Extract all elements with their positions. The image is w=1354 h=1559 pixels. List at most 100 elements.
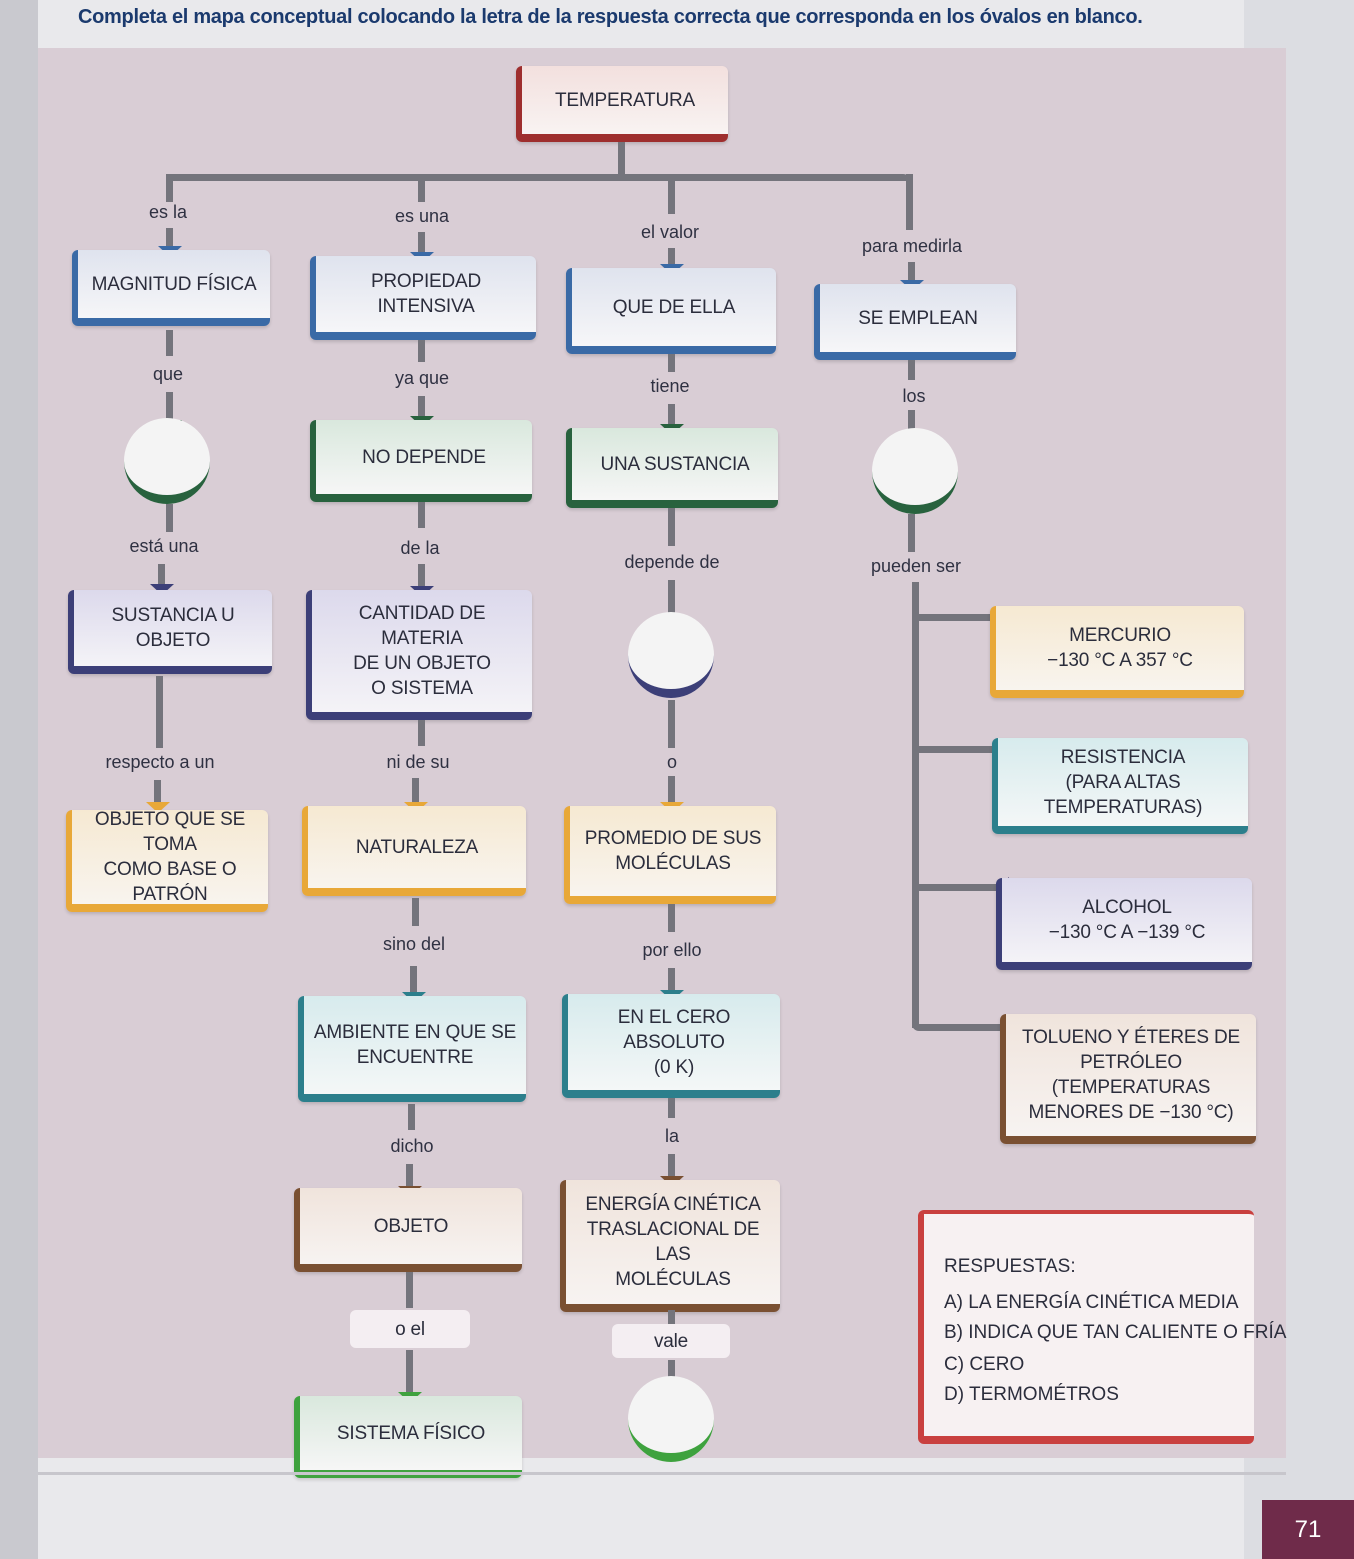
connector-col3-m <box>668 1360 675 1384</box>
connector-col2-k <box>406 1164 413 1186</box>
blank-oval-2[interactable] <box>628 612 714 698</box>
answers-box: RESPUESTAS: A) LA ENERGÍA CINÉTICA MEDIA… <box>918 1210 1286 1444</box>
node-propiedad-intensiva: PROPIEDAD INTENSIVA <box>310 256 536 340</box>
link-por-ello: por ello <box>642 940 702 960</box>
connector-col3-top <box>668 174 675 214</box>
link-esta-una: está una <box>129 536 199 556</box>
node-alcohol-label: ALCOHOL −130 °C A −139 °C <box>1048 897 1206 943</box>
page-number: 71 <box>1262 1500 1354 1559</box>
link-es-una: es una <box>394 206 450 226</box>
connector-col4-c <box>908 410 915 434</box>
link-de-la: de la <box>400 538 440 558</box>
connector-col2-g <box>412 778 419 802</box>
node-una-sustancia: UNA SUSTANCIA <box>566 428 778 508</box>
book-gutter <box>0 0 38 1559</box>
node-magnitud-fisica-label: MAGNITUD FÍSICA <box>91 273 257 295</box>
connector-root-down <box>618 142 625 180</box>
link-los: los <box>902 386 926 406</box>
link-sino-del: sino del <box>382 934 446 954</box>
blank-oval-3[interactable] <box>628 1376 714 1462</box>
node-cantidad-de-materia-label: CANTIDAD DE MATERIA DE UN OBJETO O SISTE… <box>353 603 491 699</box>
link-la: la <box>664 1126 680 1146</box>
connector-col1-e <box>158 564 165 584</box>
node-se-emplean-label: SE EMPLEAN <box>858 307 978 329</box>
connector-col1-b <box>166 330 173 356</box>
node-resistencia: RESISTENCIA (PARA ALTAS TEMPERATURAS) <box>992 738 1248 834</box>
branch-tolueno <box>912 1024 1010 1031</box>
connector-col2-d <box>418 502 425 528</box>
link-vale: vale <box>612 1324 730 1358</box>
connector-col4-top <box>906 174 913 230</box>
connector-col2-top <box>418 174 425 202</box>
node-tolueno: TOLUENO Y ÉTERES DE PETRÓLEO (TEMPERATUR… <box>1000 1014 1256 1144</box>
answer-d: D) TERMOMÉTROS <box>944 1384 1119 1405</box>
link-el-valor: el valor <box>640 222 700 242</box>
connector-col2-h <box>412 898 419 926</box>
connector-root-horizontal <box>166 174 910 181</box>
connector-col2-a <box>418 232 425 252</box>
connector-col2-c <box>418 396 425 416</box>
branch-resistencia <box>912 746 1004 753</box>
node-energia-cinetica-label: ENERGÍA CINÉTICA TRASLACIONAL DE LAS MOL… <box>585 1194 761 1290</box>
node-objeto-patron-label: OBJETO QUE SE TOMA COMO BASE O PATRÓN <box>94 809 246 905</box>
connector-col3-g <box>668 776 675 802</box>
connector-col3-a <box>668 248 675 264</box>
link-ya-que: ya que <box>394 368 450 388</box>
node-una-sustancia-label: UNA SUSTANCIA <box>600 453 750 475</box>
link-dicho: dicho <box>390 1136 434 1156</box>
connector-col1-top <box>166 174 173 202</box>
arrow-col1-g <box>146 802 170 813</box>
node-cantidad-de-materia: CANTIDAD DE MATERIA DE UN OBJETO O SISTE… <box>306 590 532 720</box>
node-alcohol: ALCOHOL −130 °C A −139 °C <box>996 878 1252 970</box>
connector-col4-trunk <box>912 582 919 1028</box>
node-magnitud-fisica: MAGNITUD FÍSICA <box>72 250 270 326</box>
node-no-depende: NO DEPENDE <box>310 420 532 502</box>
link-pueden-ser: pueden ser <box>870 556 962 576</box>
node-naturaleza-label: NATURALEZA <box>355 836 479 858</box>
node-propiedad-intensiva-label: PROPIEDAD INTENSIVA <box>370 271 482 317</box>
link-o: o <box>666 752 678 772</box>
node-sustancia-u-objeto-label: SUSTANCIA U OBJETO <box>111 605 235 651</box>
link-ni-de-su: ni de su <box>386 752 450 772</box>
link-respecto-a-un: respecto a un <box>105 752 215 772</box>
node-que-de-ella: QUE DE ELLA <box>566 268 776 354</box>
node-cero-absoluto-label: EN EL CERO ABSOLUTO (0 K) <box>617 1006 731 1078</box>
instruction-text: Completa el mapa conceptual colocando la… <box>78 6 1143 28</box>
link-o-el: o el <box>350 1310 470 1348</box>
node-sistema-fisico: SISTEMA FÍSICO <box>294 1396 522 1478</box>
link-tiene: tiene <box>650 376 690 396</box>
answer-b: B) INDICA QUE TAN CALIENTE O FRÍA <box>944 1322 1287 1343</box>
node-sustancia-u-objeto: SUSTANCIA U OBJETO <box>68 590 272 674</box>
connector-col3-j <box>668 1098 675 1118</box>
connector-col1-f <box>156 676 163 748</box>
connector-col4-d <box>908 514 915 552</box>
connector-col3-f <box>668 700 675 748</box>
connector-col3-k <box>668 1154 675 1176</box>
answer-a: A) LA ENERGÍA CINÉTICA MEDIA <box>944 1292 1239 1313</box>
connector-col2-j <box>408 1104 415 1130</box>
arrow-col1-e <box>150 584 174 595</box>
node-sistema-fisico-label: SISTEMA FÍSICO <box>336 1422 486 1444</box>
connector-col1-c <box>166 392 173 420</box>
node-promedio-label: PROMEDIO DE SUS MOLÉCULAS <box>584 828 762 874</box>
connector-col4-a <box>908 262 915 280</box>
connector-col1-d <box>166 504 173 532</box>
node-que-de-ella-label: QUE DE ELLA <box>612 296 736 318</box>
blank-oval-1[interactable] <box>124 418 210 504</box>
link-vale-label: vale <box>653 1330 689 1352</box>
answer-c: C) CERO <box>944 1354 1025 1375</box>
link-es-la: es la <box>148 202 188 222</box>
connector-col3-c <box>668 404 675 424</box>
branch-mercurio <box>912 614 1000 621</box>
node-promedio: PROMEDIO DE SUS MOLÉCULAS <box>564 806 776 904</box>
blank-oval-4[interactable] <box>872 428 958 514</box>
connector-col3-h <box>668 904 675 932</box>
root-node-temperatura: TEMPERATURA <box>516 66 728 142</box>
answers-title: RESPUESTAS: <box>944 1256 1076 1277</box>
connector-col1-a <box>166 228 173 246</box>
node-ambiente-label: AMBIENTE EN QUE SE ENCUENTRE <box>313 1022 517 1068</box>
bottom-rule <box>38 1472 1286 1475</box>
node-objeto: OBJETO <box>294 1188 522 1272</box>
node-objeto-label: OBJETO <box>373 1215 449 1237</box>
node-se-emplean: SE EMPLEAN <box>814 284 1016 360</box>
